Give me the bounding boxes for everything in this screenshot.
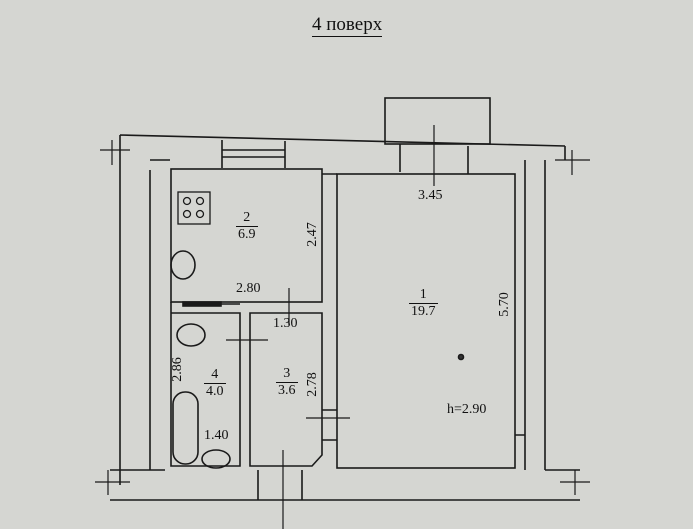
partition xyxy=(170,173,525,467)
marker-dot xyxy=(457,353,465,361)
balcony xyxy=(384,97,491,145)
dim-bath-width: 1.40 xyxy=(204,428,229,443)
sink-icon xyxy=(170,250,196,280)
bathtub-icon xyxy=(172,391,199,465)
room-area: 6.9 xyxy=(236,226,258,242)
room-number: 4 xyxy=(211,367,219,382)
room-number: 2 xyxy=(243,210,251,225)
dim-corridor-length: 2.78 xyxy=(304,372,320,397)
window-bottom xyxy=(257,470,303,500)
room-2-label: 2 6.9 xyxy=(236,210,258,243)
room-number: 1 xyxy=(419,287,427,302)
room-area: 3.6 xyxy=(276,382,298,398)
room-1-label: 1 19.7 xyxy=(409,287,438,320)
kitchen-room xyxy=(170,168,323,303)
room-number: 3 xyxy=(283,366,291,381)
room-4-label: 4 4.0 xyxy=(204,367,226,400)
dim-room1-width: 3.45 xyxy=(418,188,443,203)
room-area: 19.7 xyxy=(409,303,438,319)
room-1 xyxy=(336,173,516,469)
room-3-label: 3 3.6 xyxy=(276,366,298,399)
stove-icon xyxy=(177,191,211,225)
dim-kitchen-width: 2.80 xyxy=(236,281,261,296)
room-area: 4.0 xyxy=(204,383,226,399)
floor-title: 4 поверх xyxy=(312,14,383,37)
dim-kitchen-length: 2.47 xyxy=(304,222,320,247)
dim-room1-length: 5.70 xyxy=(496,292,512,317)
toilet-icon xyxy=(176,323,206,347)
door-kitchen xyxy=(182,301,222,307)
window-top-right xyxy=(399,144,469,174)
ceiling-height: h=2.90 xyxy=(447,402,487,417)
dimension-lines xyxy=(95,125,590,529)
dim-bath-length: 2.86 xyxy=(169,357,185,382)
outer-wall xyxy=(110,134,580,501)
window-top-left xyxy=(221,140,286,168)
dim-corridor-width: 1.30 xyxy=(273,316,298,331)
washbasin-icon xyxy=(201,449,231,469)
